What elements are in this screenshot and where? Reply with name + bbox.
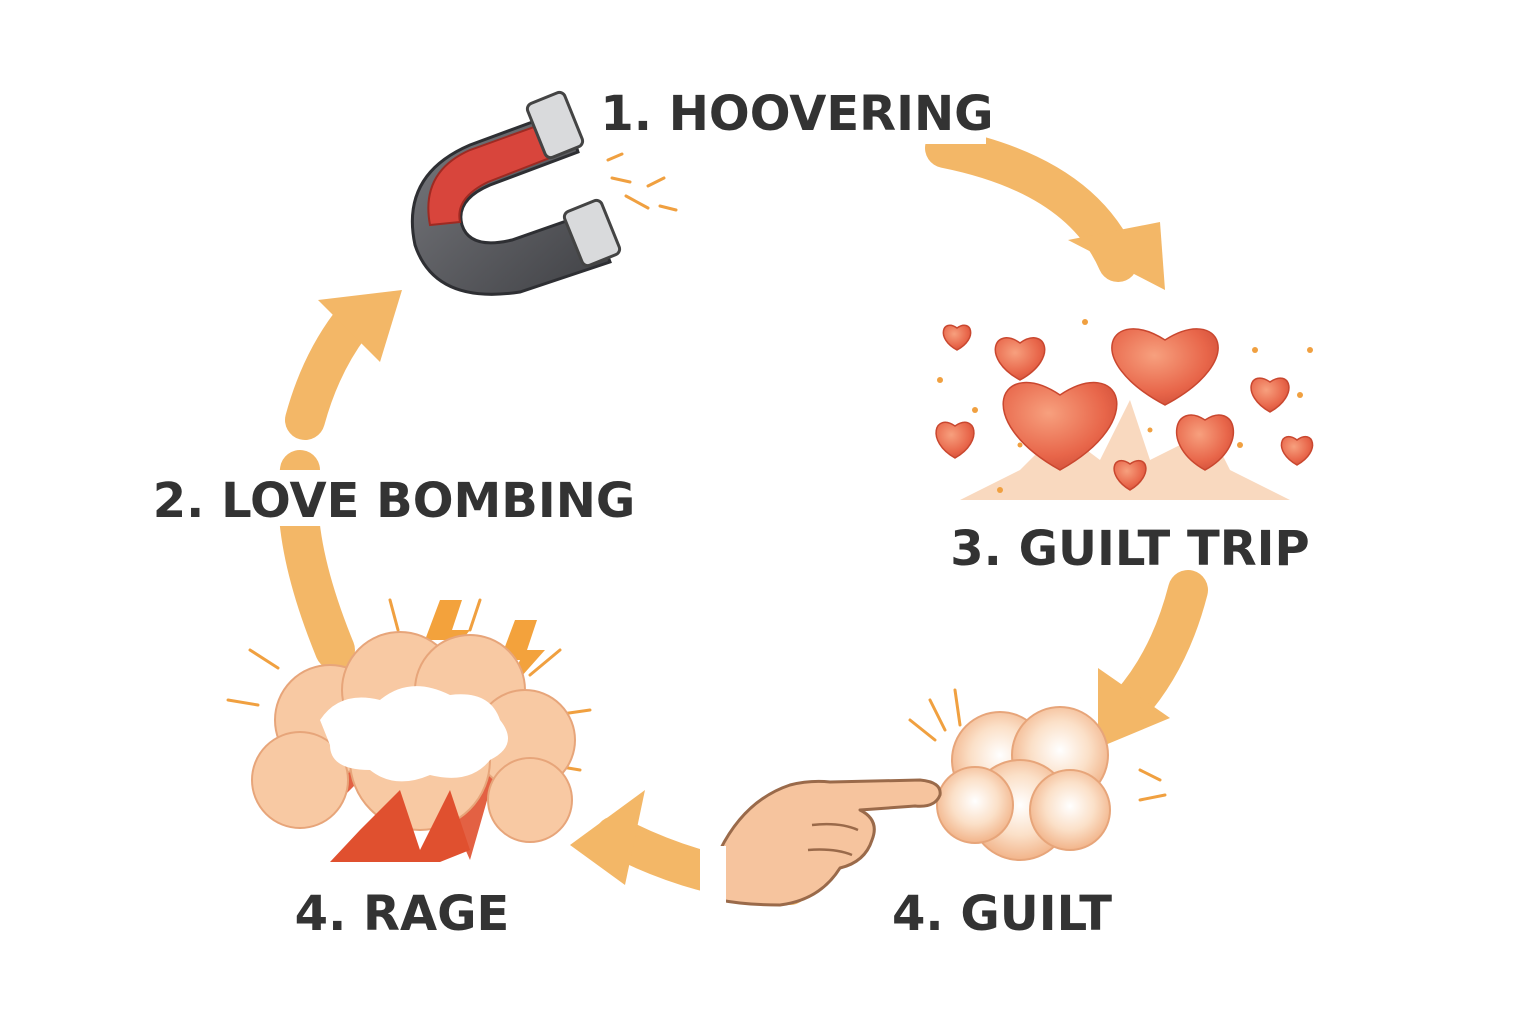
pointing-hand-cloud-icon [700, 688, 1167, 907]
hearts-burst-icon [935, 319, 1314, 500]
arrow-guilt-trip-to-guilt [1098, 570, 1208, 748]
stage-guilt: 4. GUILT [892, 886, 1112, 942]
stage-guilt-trip: 3. GUILT TRIP [950, 521, 1309, 577]
stage-label-love-bombing: 2. LOVE BOMBING [153, 473, 636, 529]
explosion-icon [226, 598, 592, 862]
stage-label-rage: 4. RAGE [295, 886, 510, 942]
hand-shape [700, 778, 942, 907]
stage-label-guilt-trip: 3. GUILT TRIP [950, 521, 1309, 577]
stage-love-bombing: 2. LOVE BOMBING [153, 470, 636, 529]
guilt-cloud [936, 706, 1111, 861]
arrow-hoovering-to-guilt-trip [925, 128, 1165, 290]
magnet-icon [410, 90, 678, 296]
stage-rage: 4. RAGE [295, 886, 510, 942]
stage-label-hoovering: 1. HOOVERING [600, 86, 993, 142]
stage-label-guilt: 4. GUILT [892, 886, 1112, 942]
stage-hoovering: 1. HOOVERING [600, 80, 994, 144]
